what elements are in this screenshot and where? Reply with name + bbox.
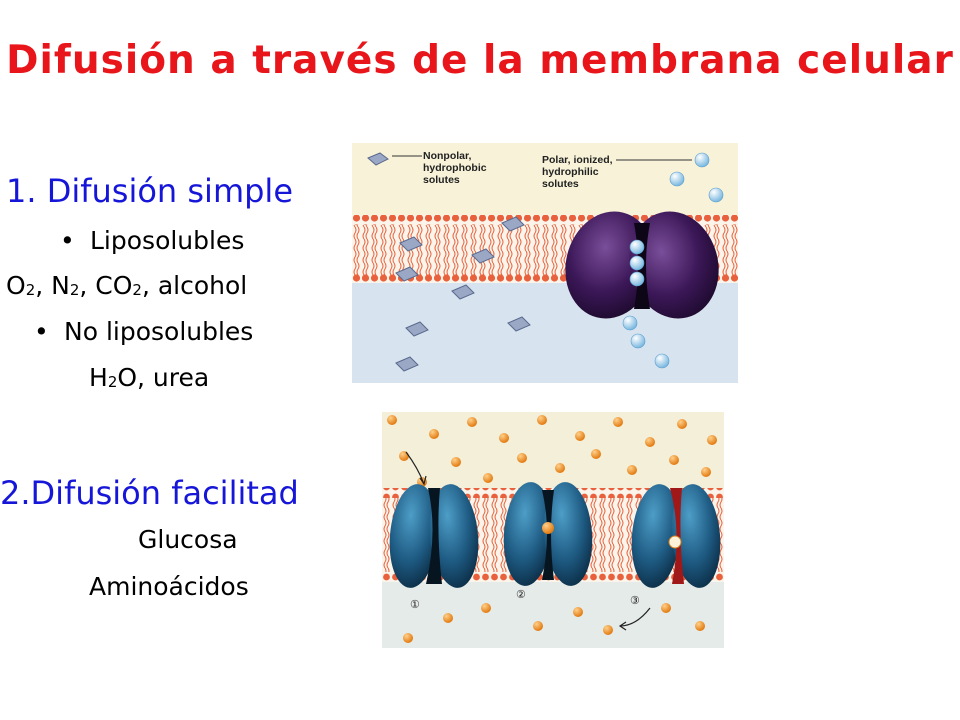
bullet-icon: • <box>34 317 49 346</box>
svg-text:solutes: solutes <box>423 174 460 186</box>
step-arrows <box>405 451 651 631</box>
polar-solute-spheres <box>622 152 724 369</box>
simple-diffusion-illustration: Nonpolar, hydrophobic solutes Polar, ion… <box>352 143 738 383</box>
water-urea-line: H2O, urea <box>89 363 210 392</box>
transporter-1 <box>389 484 479 588</box>
simple-diffusion-figure: Nonpolar, hydrophobic solutes Polar, ion… <box>352 143 738 383</box>
svg-text:solutes: solutes <box>542 178 579 190</box>
svg-text:hydrophobic: hydrophobic <box>423 162 487 174</box>
bullet-liposolubles: •Liposolubles <box>60 226 245 255</box>
step-1: ① <box>410 599 420 611</box>
step-2: ② <box>516 589 526 601</box>
purple-channel-protein <box>565 211 719 319</box>
item-aminoacidos: Aminoácidos <box>89 572 249 601</box>
label-nonpolar: Nonpolar, hydrophobic solutes <box>392 150 487 186</box>
facilitated-diffusion-figure: ① ② ③ <box>382 412 724 648</box>
bullet-icon: • <box>60 226 75 255</box>
gases-line: O2, N2, CO2, alcohol <box>6 271 248 300</box>
facilitated-diffusion-illustration: ① ② ③ <box>382 412 724 648</box>
svg-text:hydrophilic: hydrophilic <box>542 166 599 178</box>
section1-heading: 1. Difusión simple <box>6 171 293 211</box>
bullet-no-liposolubles: •No liposolubles <box>34 317 254 346</box>
section1-number: 1. <box>6 172 37 210</box>
step-3: ③ <box>630 595 640 607</box>
transporter-2 <box>503 482 593 586</box>
svg-text:Nonpolar,: Nonpolar, <box>423 150 472 162</box>
section1-title: Difusión simple <box>46 172 293 210</box>
transporter-3 <box>631 484 721 588</box>
item-glucosa: Glucosa <box>138 525 238 554</box>
section2-heading: 2.Difusión facilitad <box>0 474 299 512</box>
page-title: Difusión a través de la membrana celular <box>6 38 954 83</box>
svg-text:Polar, ionized,: Polar, ionized, <box>542 154 613 166</box>
label-polar: Polar, ionized, hydrophilic solutes <box>542 154 692 190</box>
step-numbers: ① ② ③ <box>410 589 640 611</box>
nonpolar-solute-cubes <box>367 152 531 372</box>
